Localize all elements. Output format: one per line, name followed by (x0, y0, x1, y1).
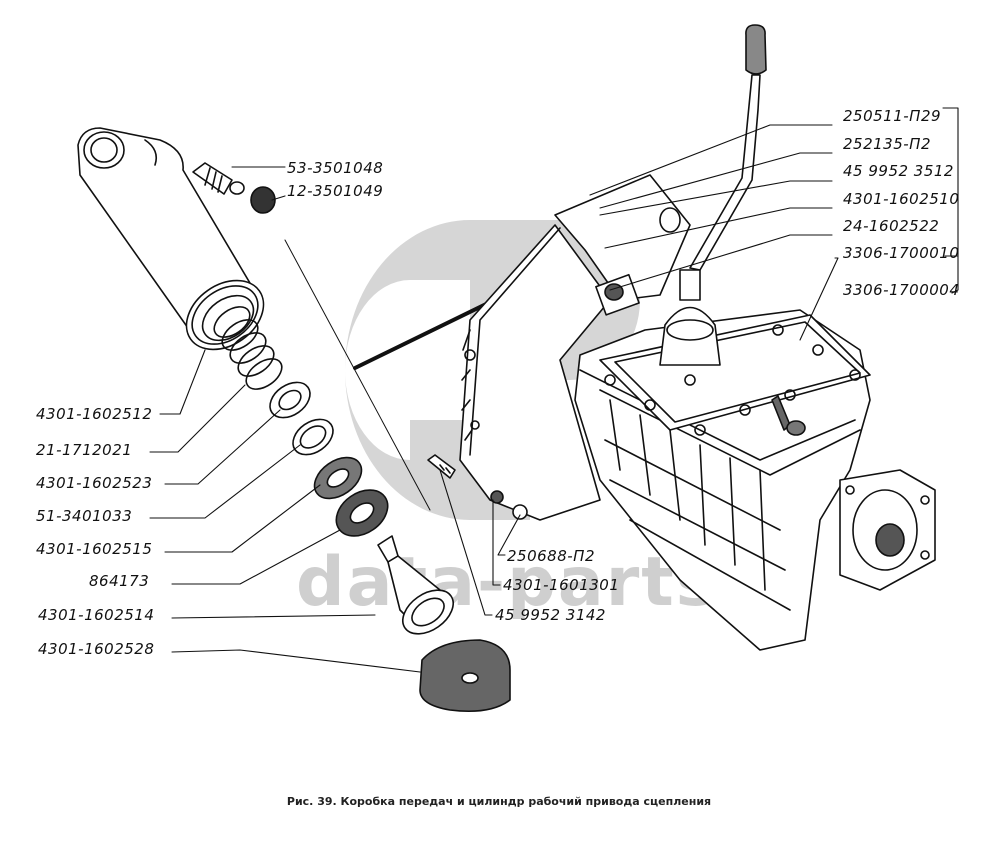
part-label-4301-1602523: 4301-1602523 (36, 474, 153, 492)
watermark-g-shape (345, 220, 470, 520)
part-label-4301-1602510: 4301-1602510 (843, 190, 960, 208)
output-flange (839, 469, 936, 591)
boot (419, 639, 511, 713)
part-label-250688-p2: 250688-П2 (507, 547, 595, 565)
part-label-4301-1602512: 4301-1602512 (36, 405, 153, 423)
part-label-864173: 864173 (89, 572, 150, 590)
fastener-nuts (490, 490, 528, 520)
piston (377, 535, 454, 635)
part-label-4301-1602515: 4301-1602515 (36, 540, 153, 558)
leader-lines-left (149, 349, 421, 673)
part-label-3306-1700004: 3306-1700004 (843, 281, 960, 299)
selector-bracket (554, 174, 691, 316)
shift-tower (659, 269, 721, 366)
seal-cuff (313, 456, 363, 500)
leader-lines-top (231, 166, 286, 201)
leader-lines-right (589, 107, 959, 341)
bleeder-valve (192, 162, 276, 214)
leader-lines-bottom (439, 469, 521, 616)
part-label-12-3501049: 12-3501049 (287, 182, 384, 200)
part-label-252135-p2: 252135-П2 (843, 135, 931, 153)
part-label-3306-1700010: 3306-1700010 (843, 244, 960, 262)
return-spring (213, 306, 283, 390)
part-label-45-9952-3142: 45 9952 3142 (495, 606, 606, 624)
part-label-24-1602522: 24-1602522 (843, 217, 940, 235)
axis-line (284, 239, 431, 511)
piston-ring (292, 418, 334, 456)
part-label-4301-1602514: 4301-1602514 (38, 606, 155, 624)
part-label-4301-1601301: 4301-1601301 (503, 576, 620, 594)
part-label-4301-1602528: 4301-1602528 (38, 640, 155, 658)
figure-caption: Рис. 39. Коробка передач и цилиндр рабоч… (286, 795, 712, 808)
clutch-housing (459, 224, 611, 521)
gearbox-top-cover (599, 314, 871, 436)
protective-cap (269, 381, 311, 419)
cylinder-end-rings (185, 279, 265, 351)
part-label-53-3501048: 53-3501048 (287, 159, 384, 177)
mount-bolt (427, 454, 456, 479)
shift-lever (689, 24, 767, 271)
part-label-45-9952-3512: 45 9952 3512 (843, 162, 954, 180)
piston-seal (335, 489, 389, 537)
part-label-21-1712021: 21-1712021 (36, 441, 133, 459)
watermark-text: data-parts (296, 543, 719, 622)
breather (771, 395, 806, 436)
part-label-250511-p29: 250511-П29 (843, 107, 942, 125)
part-label-51-3401033: 51-3401033 (36, 507, 133, 525)
